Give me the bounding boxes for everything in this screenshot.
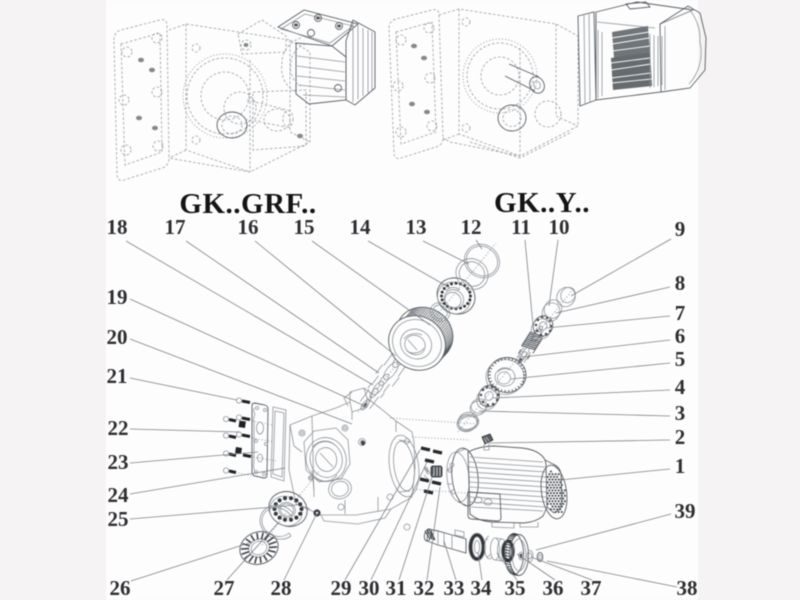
svg-text:30: 30 (359, 576, 380, 600)
svg-text:31: 31 (386, 576, 407, 600)
svg-text:37: 37 (581, 576, 602, 600)
svg-text:13: 13 (406, 215, 427, 239)
svg-text:8: 8 (675, 271, 686, 295)
svg-text:6: 6 (675, 324, 686, 348)
svg-text:GK..GRF..: GK..GRF.. (179, 188, 316, 220)
svg-text:27: 27 (214, 576, 235, 600)
svg-text:19: 19 (107, 285, 128, 309)
svg-text:20: 20 (107, 325, 128, 349)
svg-text:1: 1 (675, 454, 686, 478)
svg-text:12: 12 (461, 215, 482, 239)
svg-text:15: 15 (294, 215, 315, 239)
svg-text:16: 16 (238, 215, 259, 239)
svg-text:32: 32 (414, 576, 435, 600)
svg-text:25: 25 (108, 507, 129, 531)
svg-text:2: 2 (675, 425, 686, 449)
svg-text:35: 35 (505, 576, 526, 600)
svg-text:38: 38 (677, 576, 698, 600)
svg-text:23: 23 (108, 450, 129, 474)
svg-text:4: 4 (675, 375, 686, 399)
svg-text:14: 14 (350, 215, 372, 239)
svg-text:36: 36 (543, 576, 564, 600)
svg-text:26: 26 (110, 576, 131, 600)
svg-text:21: 21 (107, 364, 128, 388)
svg-text:39: 39 (675, 499, 696, 523)
svg-text:9: 9 (675, 217, 686, 241)
svg-text:11: 11 (511, 215, 531, 239)
svg-text:10: 10 (549, 215, 570, 239)
svg-text:GK..Y..: GK..Y.. (494, 187, 590, 219)
svg-text:22: 22 (108, 416, 129, 440)
svg-text:29: 29 (331, 576, 352, 600)
svg-text:34: 34 (471, 576, 493, 600)
svg-text:33: 33 (444, 576, 465, 600)
svg-text:17: 17 (165, 215, 186, 239)
svg-text:3: 3 (675, 401, 686, 425)
svg-text:24: 24 (108, 483, 130, 507)
svg-text:5: 5 (675, 347, 686, 371)
svg-text:28: 28 (271, 576, 292, 600)
svg-text:7: 7 (675, 301, 686, 325)
svg-text:18: 18 (107, 215, 128, 239)
